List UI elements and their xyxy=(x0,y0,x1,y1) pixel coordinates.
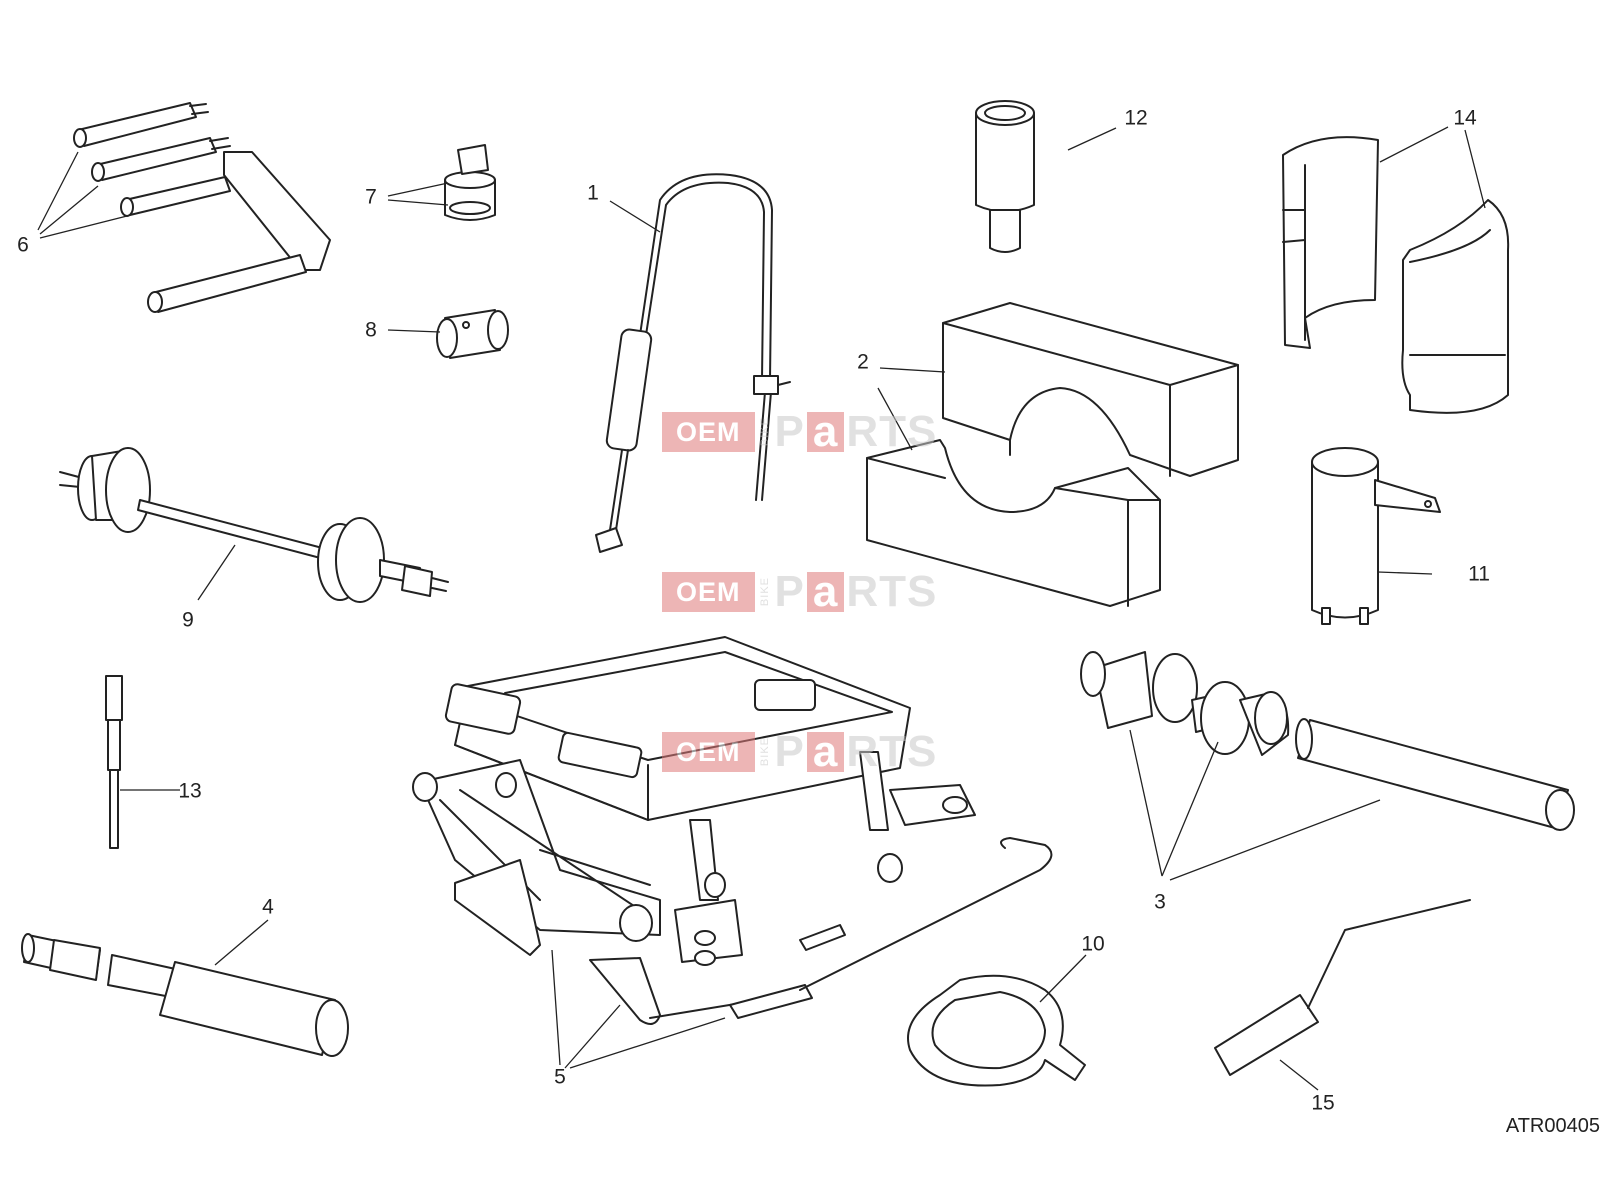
tool-11-socket-arm xyxy=(1311,447,1441,625)
tool-12-socket xyxy=(975,100,1035,253)
tool-7-adapter xyxy=(444,144,496,221)
callout-7: 7 xyxy=(365,185,377,209)
tool-14-half-shells xyxy=(1282,136,1510,414)
callout-2: 2 xyxy=(857,350,869,374)
callout-4: 4 xyxy=(262,895,274,919)
callout-14: 14 xyxy=(1453,106,1477,130)
tool-15-wire-tool xyxy=(1214,899,1471,1076)
callout-11: 11 xyxy=(1468,562,1490,586)
leader-lines xyxy=(37,126,1486,1091)
tool-3-fork-tool-set xyxy=(1080,651,1575,831)
callout-9: 9 xyxy=(182,608,194,632)
tool-10-ring-wrench xyxy=(907,974,1086,1087)
callout-10: 10 xyxy=(1081,932,1105,956)
tool-2-split-block xyxy=(866,302,1239,607)
diagram-reference-code: ATR00405 xyxy=(1505,1115,1600,1137)
callout-6: 6 xyxy=(17,233,29,257)
callout-8: 8 xyxy=(365,318,377,342)
callout-15: 15 xyxy=(1311,1091,1335,1115)
tool-6-pin-set xyxy=(73,102,331,313)
tool-5-lift-jack xyxy=(412,636,1053,1025)
callout-5: 5 xyxy=(554,1065,566,1089)
tool-1-level-gauge xyxy=(595,173,791,553)
callout-12: 12 xyxy=(1124,106,1148,130)
tool-4-extension-handle xyxy=(21,933,349,1057)
callout-3: 3 xyxy=(1154,890,1166,914)
tool-8-sleeve xyxy=(436,309,509,359)
callout-13: 13 xyxy=(178,779,202,803)
callout-1: 1 xyxy=(587,181,599,205)
tool-9-puller xyxy=(59,447,449,603)
tool-13-pin xyxy=(105,675,123,849)
